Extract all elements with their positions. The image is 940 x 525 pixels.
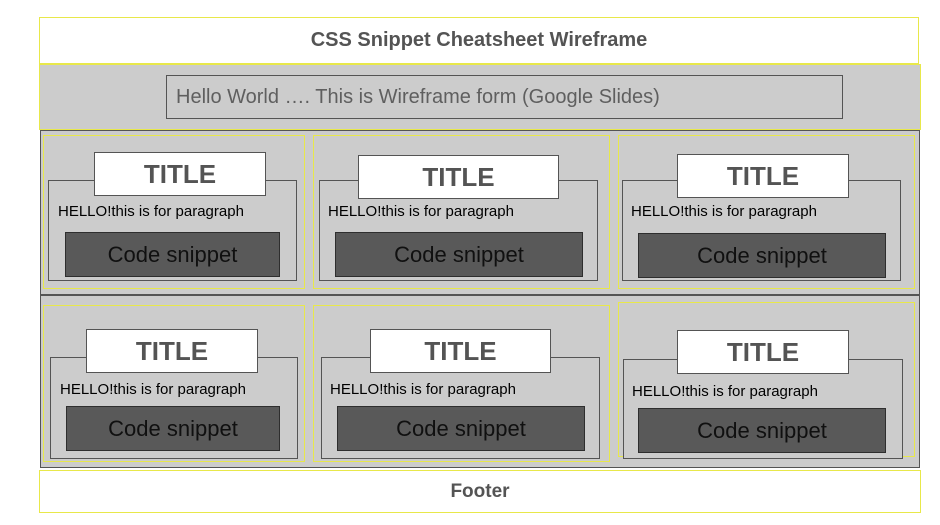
card-paragraph: HELLO!this is for paragraph [58,203,244,220]
footer-text: Footer [450,480,510,502]
page-title: CSS Snippet Cheatsheet Wireframe [310,29,648,51]
card-paragraph: HELLO!this is for paragraph [632,383,818,400]
card-paragraph: HELLO!this is for paragraph [631,203,817,220]
card-paragraph: HELLO!this is for paragraph [328,203,514,220]
card-title: TITLE [358,155,559,199]
banner-textbox: Hello World …. This is Wireframe form (G… [166,75,843,119]
card-column [618,135,915,289]
code-snippet-block: Code snippet [66,406,280,451]
page-header: CSS Snippet Cheatsheet Wireframe [39,17,919,64]
code-snippet-block: Code snippet [638,233,886,278]
card-column [313,305,610,462]
card-title: TITLE [370,329,551,373]
code-snippet-block: Code snippet [337,406,585,451]
card-column [313,135,610,289]
card-paragraph: HELLO!this is for paragraph [330,381,516,398]
code-snippet-block: Code snippet [335,232,583,277]
card-column [43,135,305,289]
page-footer: Footer [39,470,921,513]
card-column [43,305,305,462]
code-snippet-block: Code snippet [65,232,280,277]
card-paragraph: HELLO!this is for paragraph [60,381,246,398]
banner-text: Hello World …. This is Wireframe form (G… [176,85,660,108]
card-title: TITLE [86,329,258,373]
card-title: TITLE [677,330,849,374]
card-title: TITLE [94,152,266,196]
card-title: TITLE [677,154,849,198]
code-snippet-block: Code snippet [638,408,886,453]
